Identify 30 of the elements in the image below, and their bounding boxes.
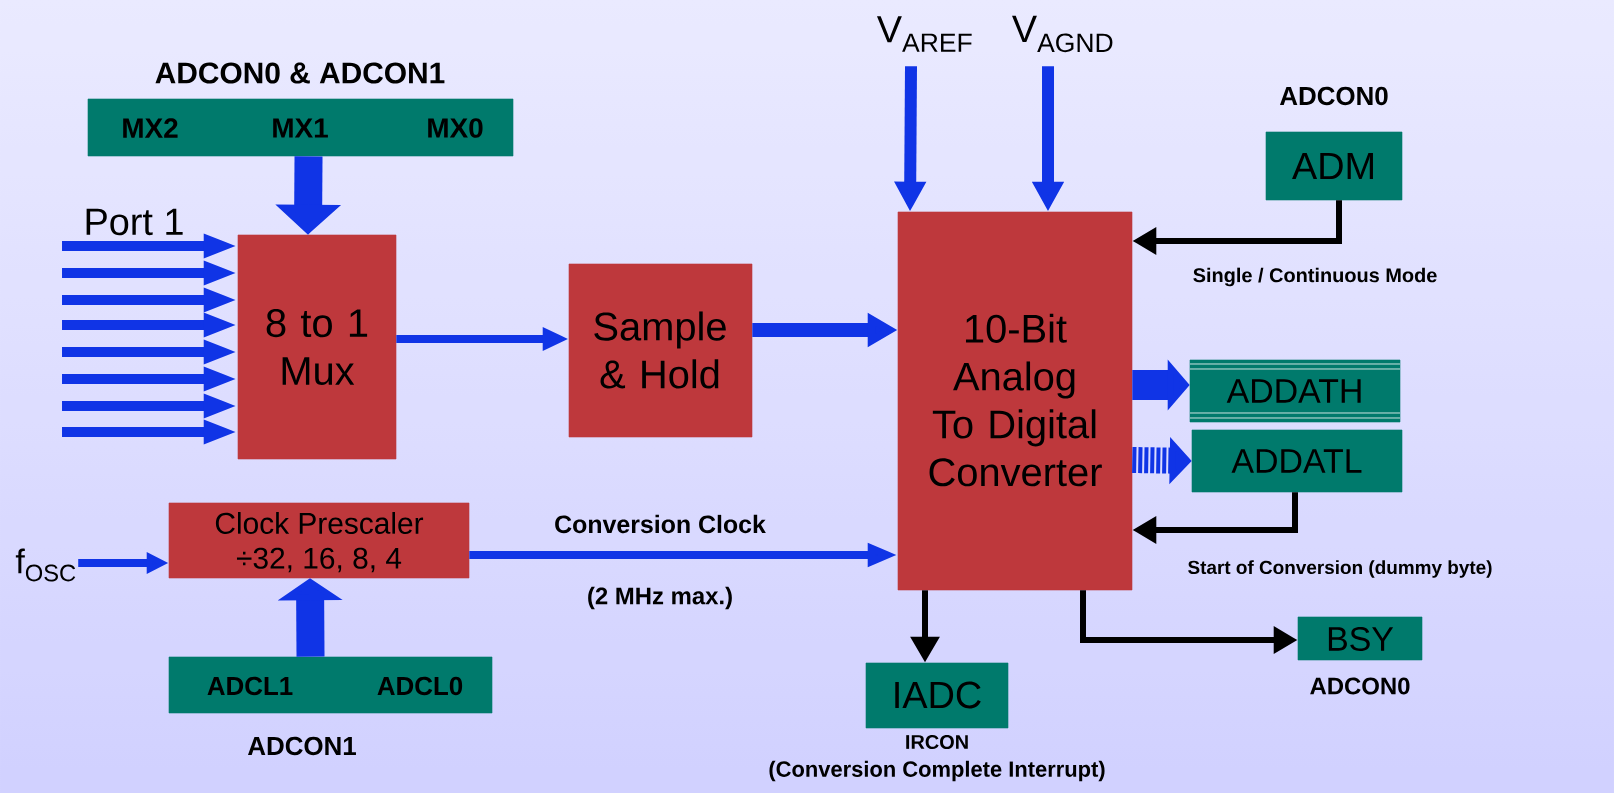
edge-label: Start of Conversion (dummy byte) (1188, 560, 1492, 578)
block-box: 8 to 1 Mux (237, 234, 397, 460)
register-box: ADDATL (1191, 429, 1403, 493)
edge-label: Conversion Clock (555, 514, 766, 534)
text-label: (2 MHz max.) (588, 586, 732, 610)
register-box: MX2 MX1 MX0 (87, 98, 514, 157)
node-label: ADCL1 (207, 676, 293, 696)
text-label: Port 1 (86, 208, 183, 236)
signal-label: f$_{OSC}$ (15, 548, 76, 582)
register-label: ADCON0 (1310, 677, 1410, 695)
node-label: MX0 (428, 118, 483, 138)
register-box: BSY (1297, 616, 1423, 661)
signal-label: V$_{AGND}$ (1012, 15, 1113, 53)
signal-label: V$_{AREF}$ (876, 16, 972, 52)
block-box: 10-Bit Analog To Digital Converter (897, 211, 1133, 591)
register-box: IADC (865, 662, 1009, 729)
node-label: ADCL0 (377, 676, 463, 696)
register-label: IRCON (906, 734, 968, 750)
register-label: (Conversion Complete Interrupt) (769, 760, 1105, 782)
node-label: MX1 (273, 118, 328, 138)
register-box: ADDATH (1189, 359, 1401, 423)
block-box: Sample & Hold (568, 263, 753, 438)
register-box: ADM (1265, 131, 1403, 201)
register-label: ADCON0 & ADCON1 (155, 62, 445, 84)
node-label: MX2 (123, 118, 178, 138)
register-label: ADCON1 (247, 736, 356, 756)
block-box: Clock Prescaler ÷32, 16, 8, 4 (168, 502, 470, 579)
edge-label: Single / Continuous Mode (1193, 267, 1437, 287)
register-box: ADCL1 ADCL0 (168, 656, 493, 714)
register-label: ADCON0 (1279, 86, 1388, 106)
